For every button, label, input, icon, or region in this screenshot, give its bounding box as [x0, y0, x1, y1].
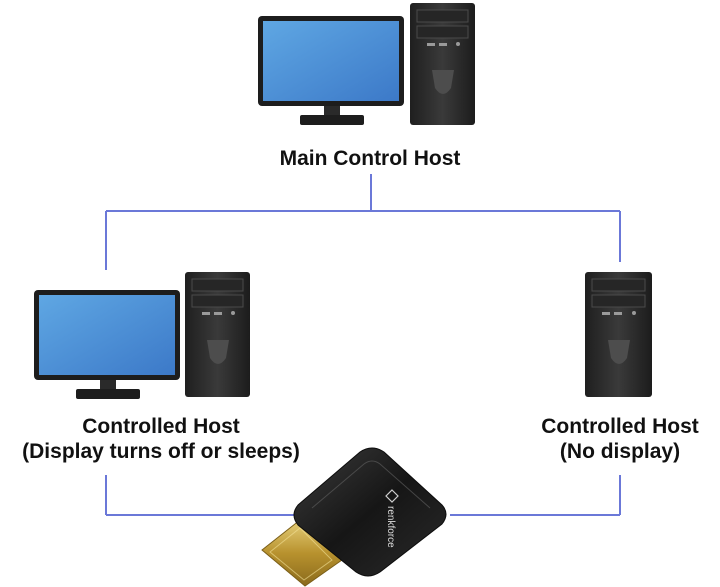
- left-host-title: Controlled Host: [82, 415, 240, 438]
- right-host-subtitle: (No display): [559, 440, 681, 463]
- left-tower-icon: [185, 272, 250, 397]
- left-controlled-host-label: Controlled Host (Display turns off or sl…: [0, 414, 322, 464]
- right-controlled-host-label: Controlled Host (No display): [520, 414, 720, 464]
- left-monitor-icon: [34, 290, 180, 399]
- right-tower-icon: [585, 272, 652, 397]
- renkforce-logo-icon: renkforce: [385, 489, 399, 548]
- left-host-subtitle: (Display turns off or sleeps): [22, 440, 300, 463]
- svg-text:renkforce: renkforce: [385, 506, 396, 548]
- right-host-title: Controlled Host: [541, 415, 699, 438]
- main-host-title: Main Control Host: [279, 147, 461, 170]
- main-tower-icon: [410, 3, 475, 125]
- main-control-host-label: Main Control Host: [210, 146, 530, 171]
- main-monitor-icon: [258, 16, 404, 125]
- hdmi-adapter-icon: renkforce: [261, 447, 447, 587]
- connector-lines: [105, 174, 621, 516]
